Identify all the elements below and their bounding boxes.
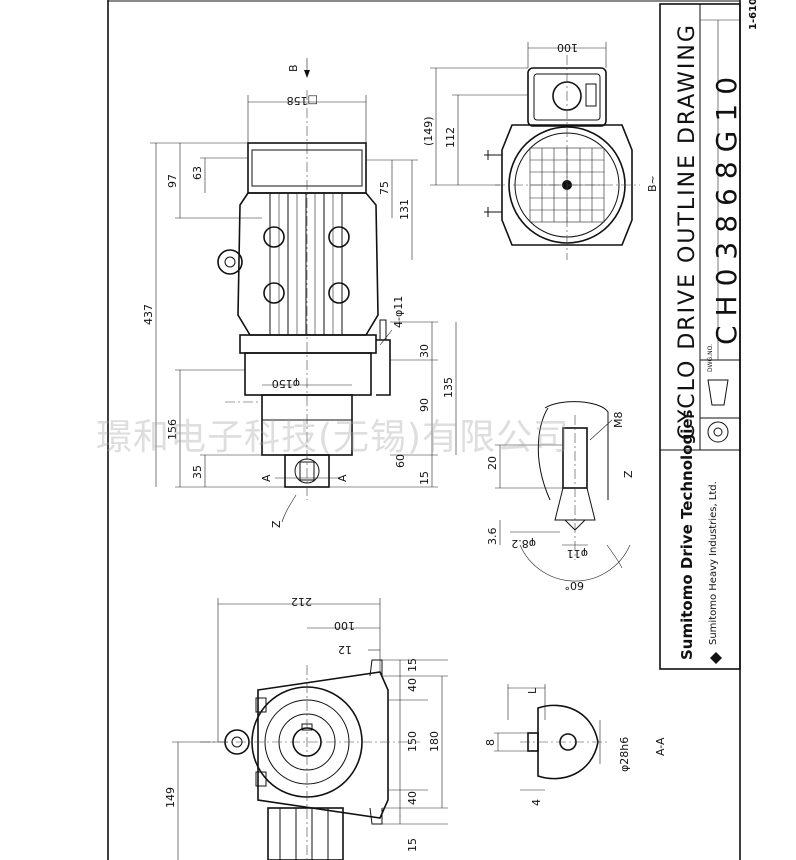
- detail-z-view: [519, 401, 631, 582]
- dim-149: 149: [164, 787, 177, 808]
- end-view-b: [484, 55, 640, 260]
- dim-key-4: 4: [530, 799, 543, 806]
- dim-212: 212: [291, 595, 312, 608]
- drawing-number: CH03868G10: [710, 68, 743, 345]
- dim-20: 20: [486, 456, 499, 470]
- dim-dia11: φ11: [567, 547, 588, 560]
- end-view-b-dimensions: 100 (149) 112 B~: [422, 41, 659, 192]
- dim-60: 60: [394, 454, 407, 468]
- dim-131: 131: [398, 199, 411, 220]
- dim-437: 437: [142, 304, 155, 325]
- label-view-b: B~: [646, 175, 659, 192]
- dim-key-8: 8: [484, 739, 497, 746]
- detail-z-dimensions: M8 Z 20 3.6 φ8.2 φ11 60°: [486, 412, 635, 593]
- dim-hole-4: 4-φ11: [392, 296, 405, 328]
- dim-75: 75: [378, 181, 391, 195]
- dim-180: 180: [428, 731, 441, 752]
- dim-dia8-2: φ8.2: [511, 537, 536, 550]
- front-view: [200, 659, 420, 860]
- drawing-no-label: DWG.NO.: [707, 344, 714, 372]
- label-detail-z-side: Z: [270, 520, 283, 528]
- dim-dia150: φ150: [272, 377, 300, 390]
- dim-112: 112: [444, 127, 457, 148]
- dim-15b: 15: [406, 838, 419, 852]
- dim-150: 150: [406, 731, 419, 752]
- dim-15a: 15: [406, 658, 419, 672]
- company-brand: Sumitomo Drive Technologies: [678, 409, 696, 660]
- dim-63: 63: [191, 166, 204, 180]
- side-elevation-dimensions: B □158 437 97 63 75 131 4-φ11 30 90 60 1…: [142, 58, 457, 528]
- label-section-a-right: A: [336, 474, 349, 482]
- dim-40b: 40: [406, 791, 419, 805]
- dim-12: 12: [338, 643, 352, 656]
- dim-156: 156: [166, 419, 179, 440]
- projection-symbol: [707, 379, 729, 443]
- label-section-a-left: A: [260, 474, 273, 482]
- dim-97: 97: [166, 174, 179, 188]
- section-a-a-view: [520, 704, 610, 780]
- dim-149-paren: (149): [422, 116, 435, 146]
- dim-3-6: 3.6: [486, 528, 499, 546]
- label-section-b: B: [287, 64, 300, 72]
- dim-m8: M8: [612, 412, 625, 429]
- dim-shaft-dia: φ28h6: [618, 737, 631, 772]
- dim-sq158: □158: [287, 94, 318, 107]
- company-logo-icon: [710, 652, 722, 664]
- dim-key-l: L: [526, 687, 539, 694]
- dim-35: 35: [191, 465, 204, 479]
- dim-90: 90: [418, 398, 431, 412]
- dim-100-top: 100: [557, 41, 578, 54]
- dim-100-bottom: 100: [334, 619, 355, 632]
- section-a-a-dimensions: L 8 4 φ28h6 A-A: [484, 684, 667, 806]
- company-name: Sumitomo Heavy Industries, Ltd.: [708, 481, 719, 645]
- label-section-aa: A-A: [654, 737, 667, 756]
- drawing-title: CYCLO DRIVE OUTLINE DRAWING: [675, 23, 700, 440]
- front-view-dimensions: 212 100 12 15 40 150 40 15 180 149: [164, 595, 448, 860]
- side-elevation-view: [217, 90, 391, 500]
- dim-40a: 40: [406, 678, 419, 692]
- dim-15-side: 15: [418, 471, 431, 485]
- label-detail-z: Z: [622, 470, 635, 478]
- dim-angle-60: 60°: [565, 579, 585, 592]
- title-block: CYCLO DRIVE OUTLINE DRAWING DWG.NO. CH03…: [659, 0, 759, 670]
- page-code: 1-610: [748, 0, 759, 30]
- dim-135: 135: [442, 377, 455, 398]
- dim-30: 30: [418, 344, 431, 358]
- cooling-fins: [269, 193, 343, 335]
